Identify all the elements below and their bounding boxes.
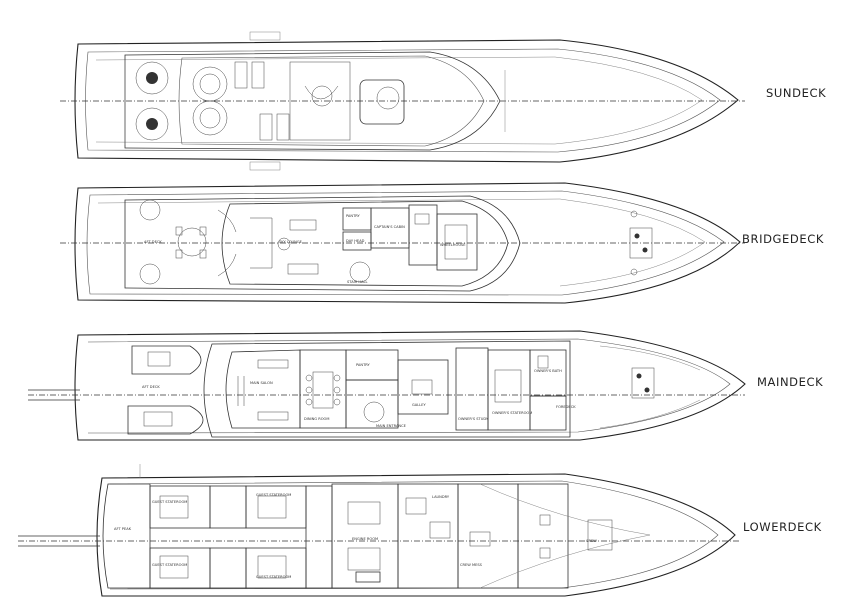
deck-label-bridgedeck: BRIDGEDECK	[742, 232, 824, 246]
room-label-pantry-main: PANTRY	[356, 363, 371, 367]
room-label-engine-room: ENGINE ROOM	[352, 537, 378, 541]
room-label-captains-cabin: CAPTAIN'S CABIN	[374, 225, 405, 229]
room-label-crew-mess: CREW MESS	[460, 563, 483, 567]
room-label-guest-stateroom-4: GUEST STATEROOM	[256, 575, 291, 579]
room-label-owners-study: OWNER'S STUDY	[458, 417, 489, 421]
sundeck-plan: SUNDECK	[60, 31, 826, 171]
deck-label-lowerdeck: LOWERDECK	[743, 520, 822, 534]
room-label-aft-deck: AFT DECK	[144, 240, 162, 244]
room-label-pantry: PANTRY	[346, 214, 361, 218]
room-label-owners-bath: OWNER'S BATH	[534, 369, 562, 373]
room-label-guest-stateroom-1: GUEST STATEROOM	[152, 500, 187, 504]
deck-label-maindeck: MAINDECK	[757, 375, 823, 389]
room-label-main-entrance: MAIN ENTRANCE	[376, 424, 407, 428]
room-label-day-head: DAY HEAD	[346, 239, 365, 243]
room-label-sky-lounge: SKY LOUNGE	[279, 240, 303, 244]
room-label-foredeck: FOREDECK	[556, 405, 576, 409]
room-label-aft-deck-main: AFT DECK	[142, 385, 160, 389]
lowerdeck-plan: GUEST STATEROOM GUEST STATEROOM GUEST ST…	[18, 464, 822, 597]
maindeck-plan: MAIN SALON AFT DECK DINING ROOM PANTRY G…	[28, 330, 823, 441]
room-label-laundry: LAUNDRY	[432, 495, 450, 499]
room-label-guest-stateroom-2: GUEST STATEROOM	[152, 563, 187, 567]
room-label-main-salon: MAIN SALON	[250, 381, 273, 385]
room-label-wheelhouse: WHEELHOUSE	[440, 243, 466, 247]
deck-label-sundeck: SUNDECK	[766, 86, 826, 100]
room-label-galley: GALLEY	[412, 403, 427, 407]
room-label-stair-hall: STAIR HALL	[347, 280, 368, 284]
room-label-guest-stateroom-3: GUEST STATEROOM	[256, 493, 291, 497]
room-label-dining-room: DINING ROOM	[304, 417, 329, 421]
room-label-aft-peak: AFT PEAK	[114, 527, 132, 531]
room-label-owners-stateroom: OWNER'S STATEROOM	[492, 411, 532, 415]
bridgedeck-plan: SKY LOUNGE AFT DECK PANTRY CAPTAIN'S CAB…	[60, 182, 824, 304]
room-label-crew: CREW	[586, 539, 597, 543]
